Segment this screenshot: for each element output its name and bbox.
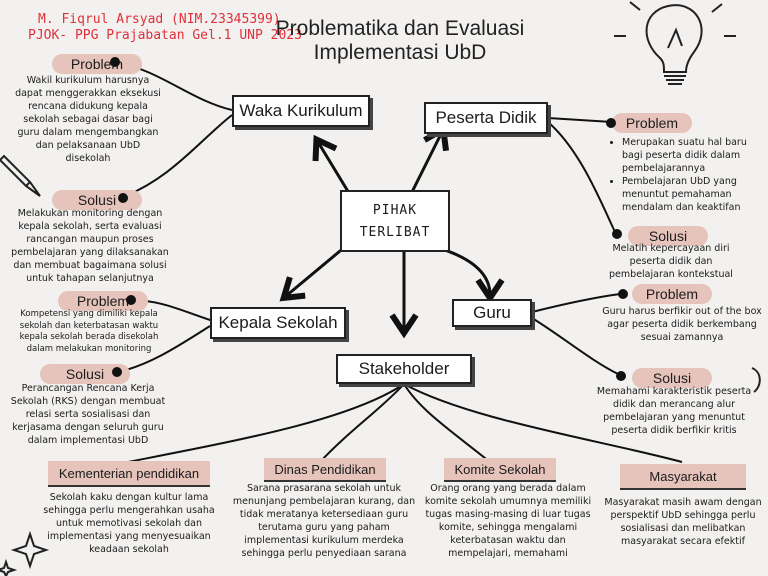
author-program: PJOK- PPG Prajabatan Gel.1 UNP 2023	[28, 28, 302, 43]
peserta-problem-list: Merupakan suatu hal baru bagi peserta di…	[608, 136, 758, 214]
lightbulb-icon	[614, 1, 736, 85]
node-peserta-didik: Peserta Didik	[424, 102, 548, 134]
node-kementerian-pendidikan: Kementerian pendidikan	[48, 461, 210, 487]
peserta-problem-item: Merupakan suatu hal baru bagi peserta di…	[622, 136, 758, 175]
title-line-2: Implementasi UbD	[313, 41, 487, 64]
kepsek-problem-dot	[126, 295, 136, 305]
peserta-solusi-label: Solusi	[628, 226, 708, 246]
dinas-text: Sarana prasarana sekolah untuk menunjang…	[232, 483, 416, 559]
node-kepala-sekolah: Kepala Sekolah	[210, 307, 346, 339]
waka-problem-text: Wakil kurikulum harusnya dapat menggerak…	[15, 75, 161, 164]
waka-solusi-text: Melakukan monitoring dengan kepala sekol…	[11, 208, 169, 284]
peserta-solusi-text: Melatih kepercayaan diri peserta didik d…	[609, 243, 733, 280]
guru-solusi-text: Memahami karakteristik peserta didik dan…	[596, 386, 752, 436]
page-title: Problematika dan Evaluasi Implementasi U…	[260, 17, 540, 65]
guru-problem-dot	[618, 289, 628, 299]
waka-problem-label: Problem	[52, 54, 142, 74]
peserta-solusi-dot	[612, 229, 622, 239]
komite-text: Orang orang yang berada dalam komite sek…	[424, 483, 592, 559]
node-stakeholder: Stakeholder	[336, 354, 472, 384]
node-komite-sekolah: Komite Sekolah	[444, 458, 556, 482]
guru-solusi-label: Solusi	[632, 368, 712, 388]
node-guru: Guru	[452, 299, 532, 327]
waka-problem-dot	[110, 57, 120, 67]
masyarakat-text: Masyarakat masih awam dengan perspektif …	[604, 497, 762, 547]
kepsek-solusi-label: Solusi	[40, 364, 130, 384]
peserta-problem-item: Pembelajaran UbD yang menuntut pemahaman…	[622, 175, 758, 214]
peserta-problem-dot	[606, 118, 616, 128]
center-line-2: TERLIBAT	[359, 225, 431, 240]
node-dinas-pendidikan: Dinas Pendidikan	[264, 458, 386, 482]
kepsek-solusi-text: Perancangan Rencana Kerja Sekolah (RKS) …	[10, 383, 166, 446]
kepsek-problem-label: Problem	[58, 291, 148, 311]
guru-solusi-dot	[616, 371, 626, 381]
peserta-problem-label: Problem	[612, 113, 692, 133]
node-masyarakat: Masyarakat	[620, 464, 746, 490]
kemendik-text: Sekolah kaku dengan kultur lama sehingga…	[43, 492, 215, 555]
kepsek-problem-text: Kompetensi yang dimiliki kepala sekolah …	[19, 309, 159, 354]
author-name: M. Fiqrul Arsyad (NIM.23345399)	[38, 12, 281, 27]
waka-solusi-dot	[118, 193, 128, 203]
guru-problem-text: Guru harus berfikir out of the box agar …	[602, 306, 762, 343]
guru-problem-label: Problem	[632, 284, 712, 304]
node-waka-kurikulum: Waka Kurikulum	[232, 95, 370, 127]
kepsek-solusi-dot	[112, 367, 122, 377]
center-line-1: PIHAK	[372, 203, 418, 218]
title-line-1: Problematika dan Evaluasi	[275, 17, 525, 40]
center-node-pihak-terlibat: PIHAK TERLIBAT	[340, 190, 450, 252]
